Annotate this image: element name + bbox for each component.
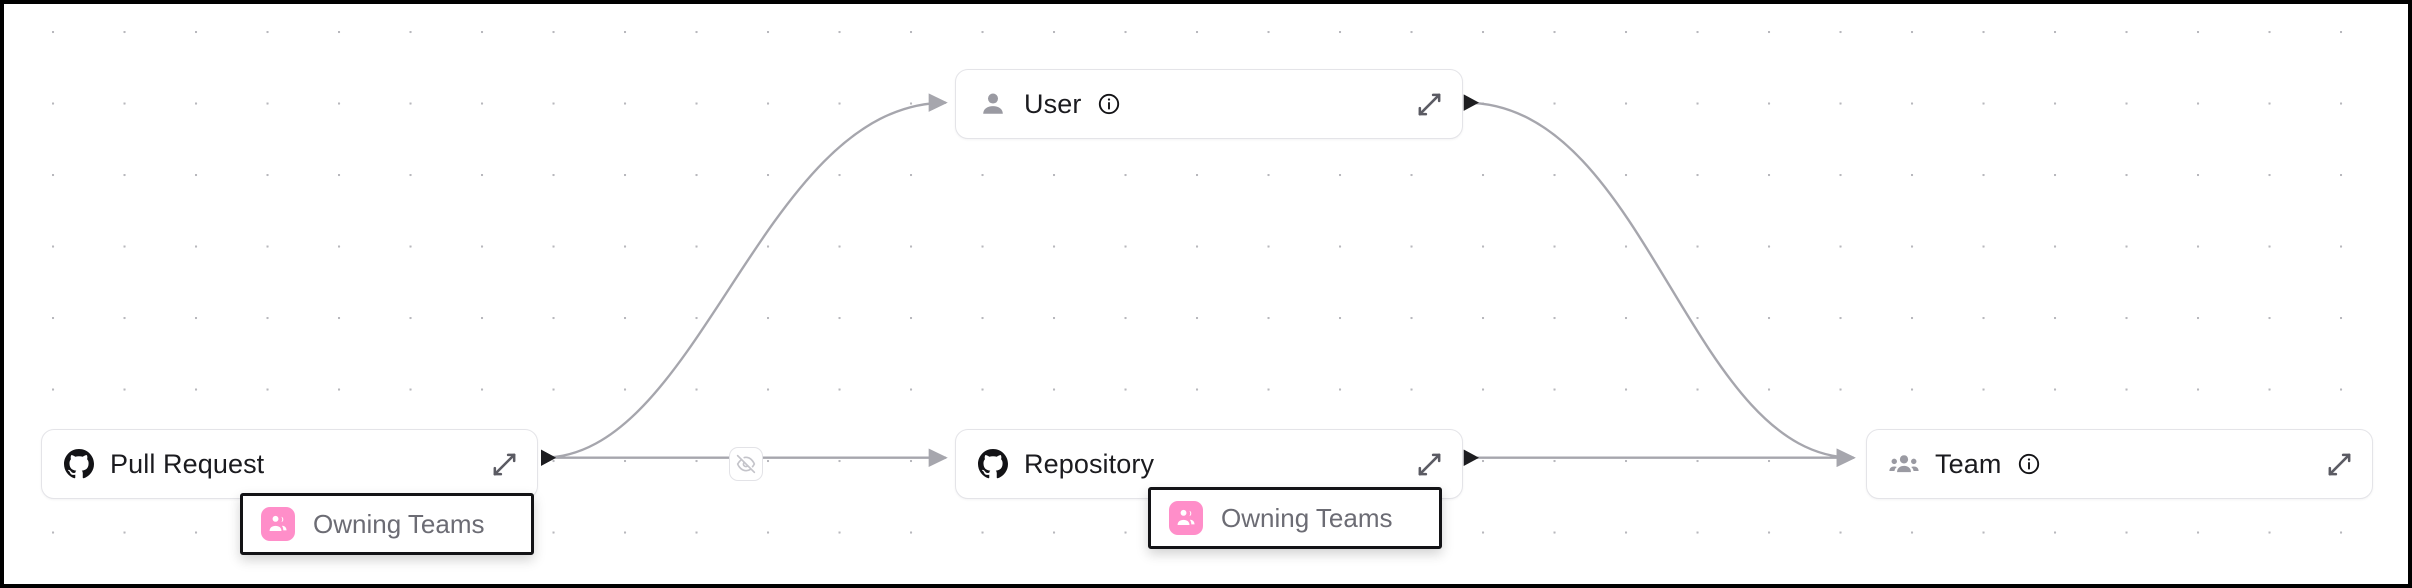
node-label: Pull Request (110, 448, 265, 479)
graph-canvas[interactable]: Pull Request User (4, 4, 2408, 584)
attribute-popover-repository-owning-teams[interactable]: Owning Teams (1148, 487, 1442, 549)
node-label: Repository (1024, 448, 1155, 479)
edge-visibility-toggle[interactable] (729, 447, 763, 481)
attribute-popover-pull-request-owning-teams[interactable]: Owning Teams (240, 493, 534, 555)
expand-diagonal-icon[interactable] (489, 449, 519, 479)
expand-diagonal-icon[interactable] (1414, 449, 1444, 479)
node-user[interactable]: User (955, 69, 1463, 139)
edge-user-to-team (1463, 94, 1856, 467)
node-label: Team (1935, 448, 2002, 479)
node-label: User (1024, 88, 1082, 119)
attribute-label: Owning Teams (1221, 503, 1393, 533)
people-group-icon (1889, 449, 1919, 479)
person-icon (978, 89, 1008, 119)
owning-teams-icon (261, 507, 295, 541)
expand-diagonal-icon[interactable] (1414, 89, 1444, 119)
node-team[interactable]: Team (1866, 429, 2373, 499)
node-pull-request[interactable]: Pull Request (41, 429, 538, 499)
owning-teams-icon (1169, 501, 1203, 535)
github-icon (978, 449, 1008, 479)
eye-off-icon (736, 454, 756, 474)
edge-pull-request-to-user (540, 93, 948, 467)
info-circle-icon[interactable] (1097, 92, 1121, 116)
info-circle-icon[interactable] (2017, 452, 2041, 476)
github-icon (64, 449, 94, 479)
attribute-label: Owning Teams (313, 509, 485, 539)
expand-diagonal-icon[interactable] (2324, 449, 2354, 479)
